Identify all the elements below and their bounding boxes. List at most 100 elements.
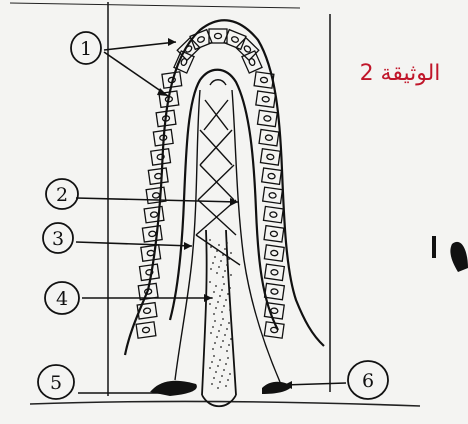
epithelial-cell <box>142 226 162 242</box>
lacteal-dot <box>221 375 223 377</box>
lacteal-dot <box>222 276 224 278</box>
epithelial-cell <box>256 91 276 107</box>
lacteal-dot <box>223 305 225 307</box>
document-title: الوثيقة 2 <box>360 61 441 86</box>
epithelial-cell <box>151 149 171 165</box>
lacteal-dot <box>213 377 215 379</box>
lacteal-dot <box>229 309 231 311</box>
epithelial-cell <box>262 168 282 184</box>
label-1: 1 <box>71 32 101 64</box>
lacteal-dot <box>213 313 215 315</box>
lacteal-dot <box>222 254 224 256</box>
lacteal-dot <box>218 330 220 332</box>
lacteal-dot <box>215 285 217 287</box>
epithelial-cells <box>136 29 284 338</box>
lacteal-dot <box>219 295 221 297</box>
lacteal-dot <box>209 281 211 283</box>
lacteal-dot <box>221 289 223 291</box>
lacteal-dot <box>216 250 218 252</box>
lacteal-dot <box>210 332 212 334</box>
lacteal-dot <box>229 373 231 375</box>
lacteal-dot <box>227 357 229 359</box>
epithelial-cell <box>259 130 279 146</box>
lacteal-dot <box>230 274 232 276</box>
epithelial-cell <box>263 187 283 203</box>
lacteal-dot <box>230 338 232 340</box>
label-2: 2 <box>46 179 78 209</box>
epithelial-cell <box>263 206 283 222</box>
epithelial-cell <box>141 245 161 261</box>
label-5-text: 5 <box>50 372 62 394</box>
lacteal-dot <box>224 270 226 272</box>
epithelial-cell <box>148 168 168 184</box>
lacteal-dot <box>217 365 219 367</box>
lacteal-dot <box>217 387 219 389</box>
lacteal-dot <box>230 252 232 254</box>
lacteal-dot <box>215 371 217 373</box>
label-6: 6 <box>348 361 388 399</box>
epithelial-cell <box>265 264 285 280</box>
lacteal-dot <box>214 256 216 258</box>
page-frame <box>10 2 420 406</box>
lacteal-dot <box>213 291 215 293</box>
lacteal-dot <box>211 383 213 385</box>
lacteal-dot <box>228 258 230 260</box>
lacteal-dot <box>216 336 218 338</box>
lacteal-dot <box>229 287 231 289</box>
epithelial-cell <box>260 149 280 165</box>
lacteal-dot <box>209 239 211 241</box>
lacteal-dot <box>222 340 224 342</box>
lacteal-dot <box>224 248 226 250</box>
lacteal-dot <box>212 262 214 264</box>
label-1-text: 1 <box>80 38 92 60</box>
lacteal-dot <box>210 246 212 248</box>
epithelial-cell <box>264 245 284 261</box>
label-4: 4 <box>45 282 79 314</box>
central-lacteal <box>202 230 236 406</box>
label-6-text: 6 <box>362 370 374 392</box>
lacteal-dot <box>214 342 216 344</box>
epithelial-cell <box>136 322 156 338</box>
lacteal-dot <box>209 367 211 369</box>
label-3-text: 3 <box>52 228 64 250</box>
lacteal-dot <box>216 272 218 274</box>
lacteal-dot <box>226 264 228 266</box>
lacteal-dot <box>225 363 227 365</box>
lacteal-dot <box>210 268 212 270</box>
lacteal-dot <box>218 244 220 246</box>
label-2-text: 2 <box>56 184 68 206</box>
lacteal-dot <box>222 318 224 320</box>
lacteal-dot <box>226 328 228 330</box>
epithelial-cell <box>254 72 274 88</box>
lacteal-dot <box>219 381 221 383</box>
lacteal-dot <box>220 260 222 262</box>
lacteal-dots <box>209 239 232 389</box>
epithelial-cell <box>242 51 262 73</box>
lacteal-dot <box>214 320 216 322</box>
lacteal-dot <box>220 324 222 326</box>
epithelial-cell <box>146 187 166 203</box>
lacteal-dot <box>227 379 229 381</box>
lacteal-dot <box>217 301 219 303</box>
lacteal-dot <box>223 283 225 285</box>
lacteal-dot <box>212 326 214 328</box>
lacteal-dot <box>212 348 214 350</box>
lacteal-dot <box>220 346 222 348</box>
label-5: 5 <box>38 365 74 399</box>
margin-marks <box>432 236 468 272</box>
lacteal-dot <box>228 322 230 324</box>
epithelial-cell <box>144 206 164 222</box>
lacteal-dot <box>221 311 223 313</box>
lacteal-dot <box>226 350 228 352</box>
lacteal-dot <box>225 385 227 387</box>
lacteal-dot <box>228 344 230 346</box>
lacteal-dot <box>219 359 221 361</box>
epithelial-cell <box>139 264 159 280</box>
label-4-text: 4 <box>56 288 68 310</box>
lacteal-dot <box>211 361 213 363</box>
lacteal-dot <box>227 293 229 295</box>
lacteal-dot <box>209 303 211 305</box>
epithelial-cell <box>264 226 284 242</box>
